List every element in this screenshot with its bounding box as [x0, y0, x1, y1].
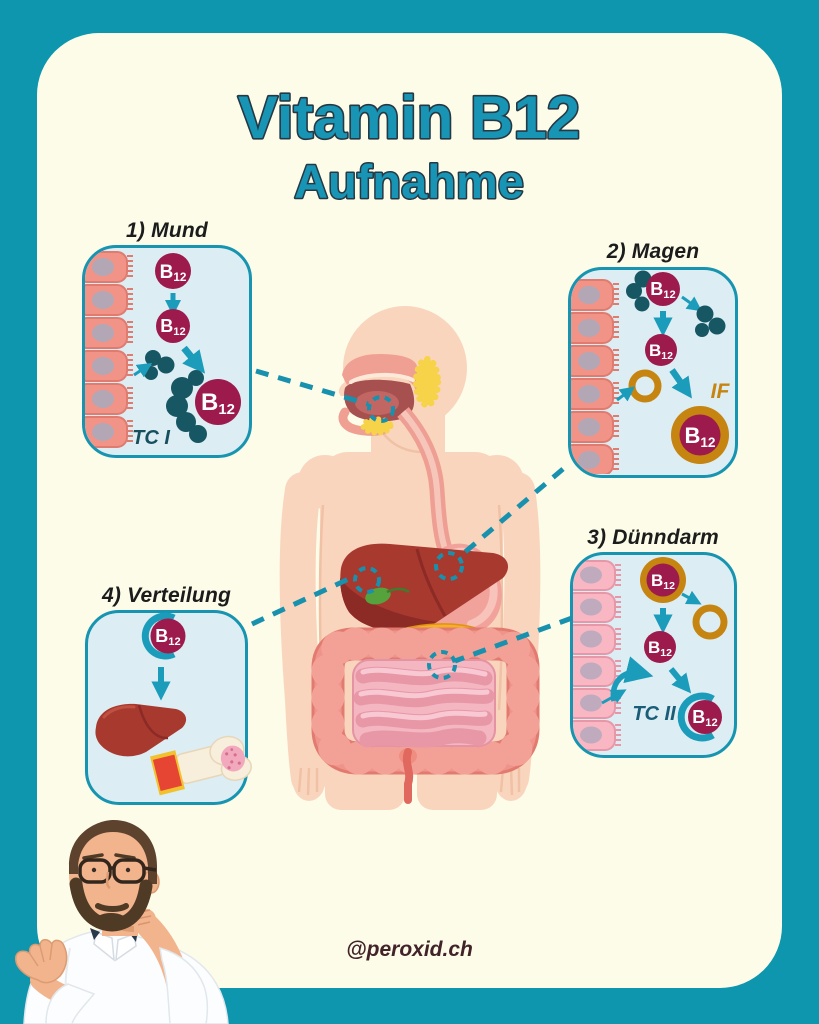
binding-arrow-icon: [668, 667, 692, 694]
svg-text:B12: B12: [155, 626, 180, 648]
release-arrow-icon: [681, 590, 702, 605]
panel-magen-art: B12 B12 IF B12: [571, 270, 731, 474]
cell-column: [571, 279, 620, 474]
mascot-illustration: [15, 820, 229, 1024]
secretion-arrow-icon: [616, 386, 635, 402]
svg-text:B12: B12: [650, 279, 675, 301]
salivary-gland: [413, 356, 441, 408]
binding-arrow-icon: [181, 345, 206, 374]
panel-mund: B12 B12 B12 TC I: [82, 245, 252, 458]
nose: [105, 871, 111, 890]
if-ring-empty: [692, 604, 728, 640]
open-palm-hand: [15, 939, 68, 984]
svg-text:B12: B12: [160, 316, 185, 338]
panel-magen: B12 B12 IF B12: [568, 267, 738, 478]
b12-tc1-complex: B12: [166, 370, 241, 443]
cell-column: [85, 251, 134, 448]
mascot-right-arm: [128, 908, 209, 1024]
esophagus-illustration: [397, 407, 454, 555]
b12-tc2-complex: B12: [141, 612, 186, 660]
b12-if-complex: B12: [640, 557, 686, 603]
hair: [69, 820, 157, 884]
glasses-icon: [78, 858, 157, 884]
tc1-protein-blobs: [144, 350, 175, 380]
binding-arrow-icon: [669, 368, 692, 399]
beard: [69, 877, 153, 932]
panel-duenndarm-art: B12 B12 TC II B12: [573, 557, 728, 751]
secretion-arrow-icon: [601, 689, 627, 705]
mascot-head: [69, 820, 160, 936]
tc1-label: TC I: [132, 427, 170, 449]
small-intestine-illustration: [352, 659, 496, 748]
b12-if-complex: B12: [671, 406, 729, 464]
svg-text:B12: B12: [651, 571, 675, 592]
panel-magen-title: 2) Magen: [606, 240, 700, 263]
main-title: Vitamin B12 Aufnahme: [236, 82, 582, 209]
release-arrow-icon: [681, 295, 703, 312]
panel-mund-art: B12 B12 B12 TC I: [85, 251, 241, 449]
svg-text:B12: B12: [684, 423, 715, 450]
liver-illustration: [340, 543, 509, 632]
svg-text:B12: B12: [648, 638, 672, 659]
mascot-left-arm: [15, 939, 96, 1024]
rectum-illustration: [399, 748, 417, 804]
eyebrows: [82, 853, 136, 860]
bone-illustration: [150, 735, 252, 796]
tc1-released-blobs: [695, 305, 726, 337]
b12-molecule: B12: [645, 334, 677, 366]
panel-verteilung: B12: [85, 610, 252, 805]
secretion-arrow-icon: [133, 362, 153, 378]
panel-duenndarm: B12 B12 TC II B12: [570, 552, 737, 758]
b12-tc1-complex: B12: [626, 270, 680, 312]
panel-verteilung-title: 4) Verteilung: [101, 584, 231, 607]
liver-illustration: [95, 703, 187, 757]
svg-text:B12: B12: [692, 707, 717, 729]
title-line-1: Vitamin B12: [238, 84, 580, 151]
salivary-gland: [360, 416, 394, 436]
b12-molecule: B12: [156, 309, 190, 343]
cell-column: [573, 560, 622, 751]
panel-verteilung-art: B12: [95, 612, 252, 796]
svg-text:B12: B12: [649, 341, 673, 362]
svg-text:B12: B12: [160, 262, 187, 284]
svg-text:B12: B12: [201, 389, 235, 418]
b12-tc2-complex: B12: [677, 692, 722, 742]
footer-handle: @peroxid.ch: [346, 938, 473, 961]
panel-mund-title: 1) Mund: [126, 219, 208, 242]
b12-molecule: B12: [155, 253, 191, 289]
tc2-label: TC II: [632, 703, 676, 725]
panel-duenndarm-title: 3) Dünndarm: [587, 526, 719, 549]
if-label: IF: [711, 380, 731, 403]
if-ring: [628, 369, 662, 403]
title-line-2: Aufnahme: [294, 155, 524, 208]
human-body-illustration: [279, 306, 541, 810]
b12-molecule: B12: [644, 631, 676, 663]
